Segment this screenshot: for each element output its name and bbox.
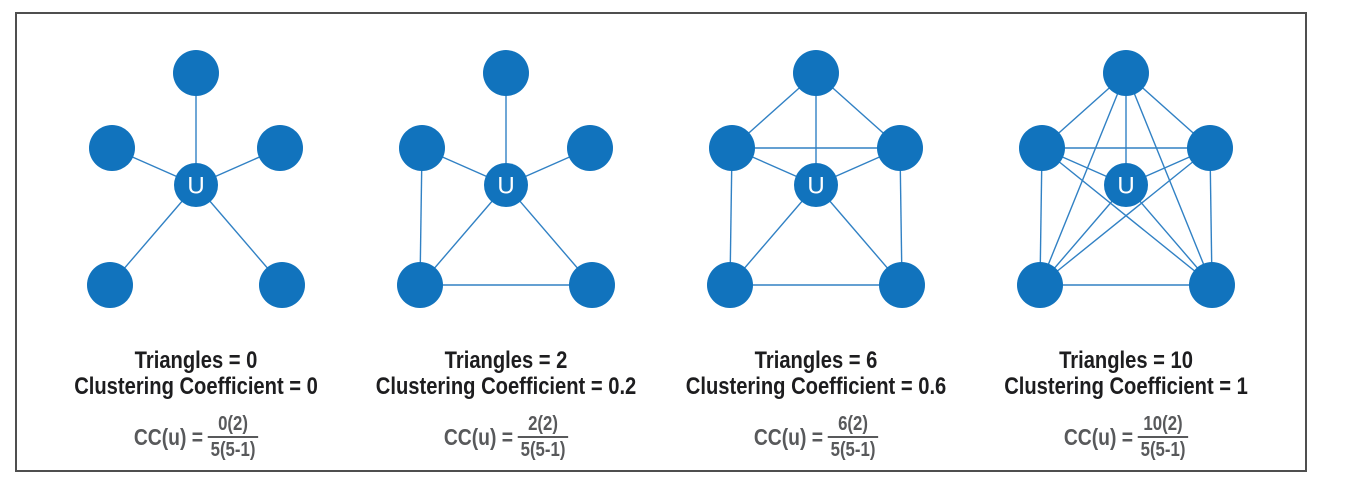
network-panel-2: U Triangles = 2 Clustering Coefficient =… bbox=[351, 14, 661, 470]
triangles-label: Triangles = 2 bbox=[444, 347, 568, 374]
network-graph-star: U bbox=[87, 50, 305, 308]
peripheral-node bbox=[569, 262, 615, 308]
panel-caption: Triangles = 6 Clustering Coefficient = 0… bbox=[686, 348, 946, 400]
clustering-coefficient-label: Clustering Coefficient = 1 bbox=[1004, 373, 1248, 400]
formula-denominator: 5(5-1) bbox=[1138, 436, 1189, 461]
peripheral-node bbox=[397, 262, 443, 308]
peripheral-node bbox=[793, 50, 839, 96]
peripheral-node bbox=[877, 125, 923, 171]
peripheral-node bbox=[259, 262, 305, 308]
peripheral-node bbox=[1187, 125, 1233, 171]
formula-fraction: 6(2) 5(5-1) bbox=[828, 413, 879, 461]
triangles-label: Triangles = 6 bbox=[754, 347, 878, 374]
triangles-label: Triangles = 0 bbox=[134, 347, 258, 374]
formula-lhs: CC(u) = bbox=[443, 423, 514, 450]
clustering-coefficient-label: Clustering Coefficient = 0.2 bbox=[375, 373, 637, 400]
peripheral-node bbox=[1017, 262, 1063, 308]
formula-fraction: 0(2) 5(5-1) bbox=[208, 413, 259, 461]
formula-numerator: 10(2) bbox=[1143, 413, 1183, 435]
formula-lhs: CC(u) = bbox=[133, 423, 204, 450]
network-graph-complete: U bbox=[1017, 50, 1235, 308]
formula-fraction: 10(2) 5(5-1) bbox=[1138, 413, 1189, 461]
clustering-coefficient-label: Clustering Coefficient = 0 bbox=[74, 373, 318, 400]
panel-caption: Triangles = 10 Clustering Coefficient = … bbox=[1004, 348, 1248, 400]
peripheral-node bbox=[1103, 50, 1149, 96]
graph-edge bbox=[1125, 72, 1213, 286]
cc-formula: CC(u) = 10(2) 5(5-1) bbox=[1063, 413, 1189, 461]
peripheral-node bbox=[173, 50, 219, 96]
formula-denominator: 5(5-1) bbox=[828, 436, 879, 461]
graph-edge bbox=[1041, 147, 1213, 286]
center-node-label: U bbox=[807, 172, 824, 199]
cc-formula: CC(u) = 0(2) 5(5-1) bbox=[133, 413, 259, 461]
network-graph-two-triangles: U bbox=[397, 50, 615, 308]
panels-row: U Triangles = 0 Clustering Coefficient =… bbox=[17, 14, 1305, 470]
figure-frame: U Triangles = 0 Clustering Coefficient =… bbox=[15, 12, 1307, 472]
network-panel-1: U Triangles = 0 Clustering Coefficient =… bbox=[41, 14, 351, 470]
formula-denominator: 5(5-1) bbox=[518, 436, 569, 461]
panel-caption: Triangles = 2 Clustering Coefficient = 0… bbox=[376, 348, 636, 400]
peripheral-node bbox=[399, 125, 445, 171]
graph-edge bbox=[1039, 147, 1211, 286]
cc-formula: CC(u) = 2(2) 5(5-1) bbox=[443, 413, 569, 461]
formula-fraction: 2(2) 5(5-1) bbox=[518, 413, 569, 461]
center-node-label: U bbox=[187, 172, 204, 199]
center-node bbox=[484, 163, 528, 207]
center-node-label: U bbox=[497, 172, 514, 199]
peripheral-node bbox=[89, 125, 135, 171]
peripheral-node bbox=[567, 125, 613, 171]
formula-denominator: 5(5-1) bbox=[208, 436, 259, 461]
panel-caption: Triangles = 0 Clustering Coefficient = 0 bbox=[74, 348, 318, 400]
center-node-label: U bbox=[1117, 172, 1134, 199]
peripheral-node bbox=[1019, 125, 1065, 171]
formula-numerator: 2(2) bbox=[528, 413, 559, 435]
triangles-label: Triangles = 10 bbox=[1059, 347, 1193, 374]
network-panel-4: U Triangles = 10 Clustering Coefficient … bbox=[971, 14, 1281, 470]
graph-edge bbox=[1039, 72, 1127, 286]
cc-formula: CC(u) = 6(2) 5(5-1) bbox=[753, 413, 879, 461]
peripheral-node bbox=[1189, 262, 1235, 308]
formula-lhs: CC(u) = bbox=[753, 423, 824, 450]
center-node bbox=[174, 163, 218, 207]
formula-lhs: CC(u) = bbox=[1063, 423, 1134, 450]
peripheral-node bbox=[879, 262, 925, 308]
formula-numerator: 6(2) bbox=[838, 413, 869, 435]
peripheral-node bbox=[257, 125, 303, 171]
peripheral-node bbox=[483, 50, 529, 96]
center-node bbox=[1104, 163, 1148, 207]
peripheral-node bbox=[707, 262, 753, 308]
network-graph-six-triangles: U bbox=[707, 50, 925, 308]
clustering-coefficient-label: Clustering Coefficient = 0.6 bbox=[685, 373, 947, 400]
formula-numerator: 0(2) bbox=[218, 413, 249, 435]
peripheral-node bbox=[87, 262, 133, 308]
center-node bbox=[794, 163, 838, 207]
peripheral-node bbox=[709, 125, 755, 171]
network-panel-3: U Triangles = 6 Clustering Coefficient =… bbox=[661, 14, 971, 470]
